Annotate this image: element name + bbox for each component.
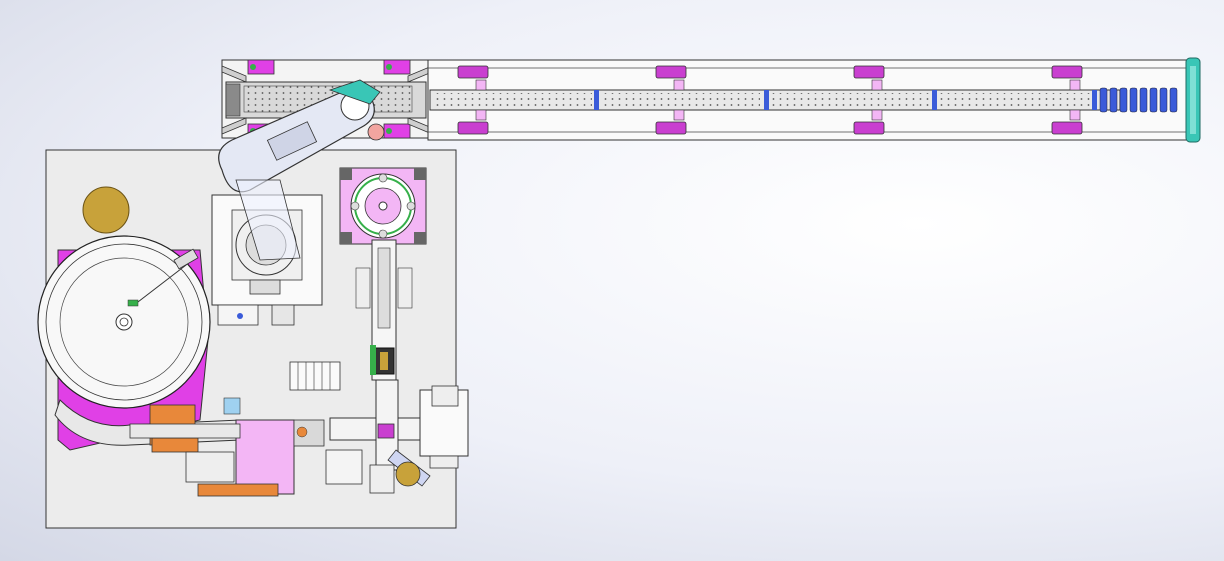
conveyor-bracket-1 [457, 65, 489, 135]
conveyor-belt[interactable] [221, 57, 1201, 143]
right-cylinder-block [429, 385, 459, 469]
cross-slide-assembly[interactable] [329, 379, 469, 494]
magenta-press-unit[interactable] [129, 397, 325, 497]
vibratory-bowl-feeder[interactable] [37, 235, 241, 451]
gold-disc [82, 186, 130, 234]
conveyor-end-rollers [1099, 87, 1178, 113]
conveyor-bracket-2 [655, 65, 687, 135]
scara-robot-arm[interactable] [218, 79, 385, 261]
conveyor-bracket-4 [1051, 65, 1083, 135]
orange-spacer-block [151, 437, 199, 453]
conveyor-end-cap [1185, 57, 1201, 143]
pneumatic-valve-bank [289, 361, 363, 485]
linear-feed-track[interactable] [355, 239, 413, 381]
rotary-index-table[interactable] [339, 167, 427, 245]
conveyor-bracket-3 [853, 65, 885, 135]
